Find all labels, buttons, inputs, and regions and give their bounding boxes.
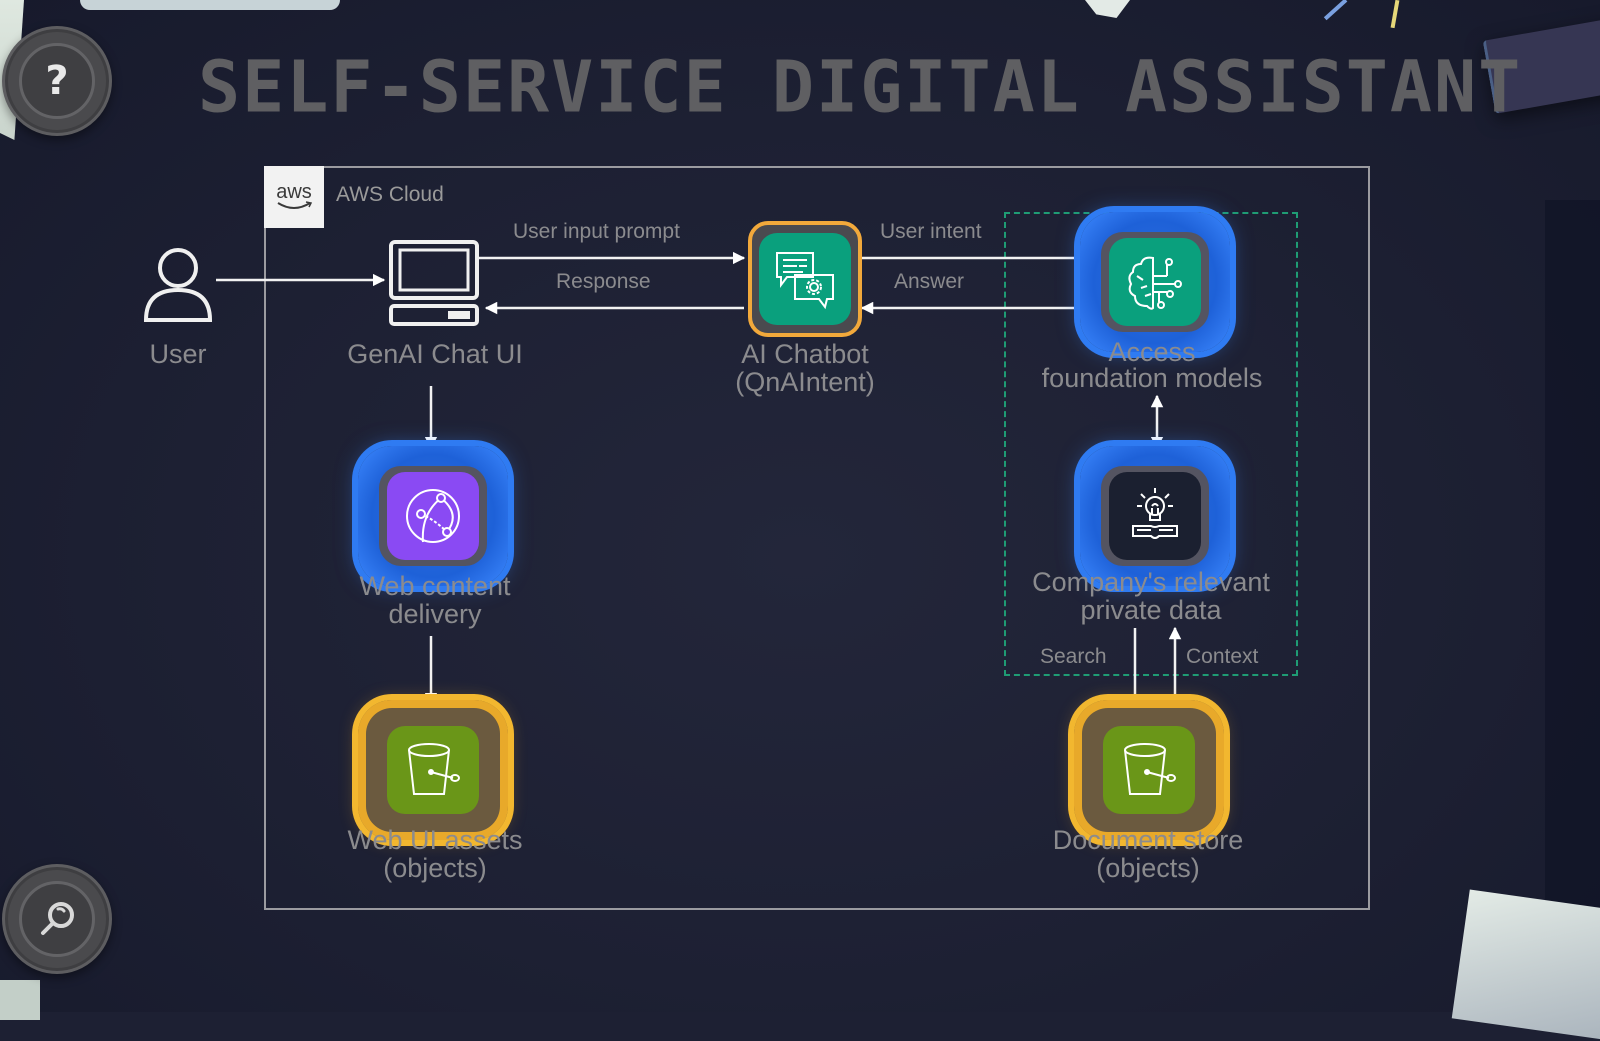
aws-cloud-boundary <box>264 166 1370 910</box>
blue-highlight-halo <box>358 446 508 586</box>
private-data-label-line1: Company's relevant <box>1032 567 1270 597</box>
web-content-delivery-tile <box>387 472 479 560</box>
blue-highlight-halo <box>1080 212 1230 352</box>
foundation-models-label-line2: foundation models <box>1041 363 1263 393</box>
chat-ui-label: GenAI Chat UI <box>347 339 523 369</box>
edge-label-user-intent: User intent <box>880 220 982 243</box>
chatbot-tile <box>759 233 851 325</box>
yellow-highlight-halo <box>358 700 508 840</box>
halo-ring <box>1101 232 1209 332</box>
lightbulb-book-icon <box>1132 488 1178 539</box>
user-node[interactable] <box>140 244 216 324</box>
halo-ring <box>379 466 487 566</box>
private-data-label-line2: private data <box>1080 595 1222 625</box>
globe-network-icon <box>406 489 460 543</box>
decorative-paper <box>80 0 340 10</box>
chat-bubbles-gear-icon <box>776 252 834 310</box>
brain-circuit-icon <box>1128 256 1182 310</box>
aws-cloud-label: AWS Cloud <box>336 183 444 206</box>
web-ui-assets-label-line1: Web UI assets <box>347 825 523 855</box>
edge-label-user-input-prompt: User input prompt <box>513 220 680 243</box>
chatbot-label-line2: (QnAIntent) <box>735 367 875 397</box>
bucket-icon <box>408 743 460 795</box>
document-store-label-line1: Document store <box>1052 825 1244 855</box>
edge-label-response: Response <box>556 270 651 293</box>
desktop-computer-icon <box>389 240 479 326</box>
chatbot-label-line1: AI Chatbot <box>741 339 869 369</box>
edge-label-search: Search <box>1040 645 1107 668</box>
private-data-tile <box>1109 472 1201 560</box>
decorative-shadow <box>1545 200 1600 1012</box>
foundation-models-label-line1: Access <box>1108 337 1196 367</box>
connector-layer <box>216 251 1182 714</box>
document-store-tile <box>1103 726 1195 814</box>
web-content-delivery-label-line2: delivery <box>388 599 482 629</box>
edge-label-context: Context <box>1186 645 1259 668</box>
bucket-icon <box>1124 743 1176 795</box>
foundation-models-node[interactable] <box>1080 212 1230 352</box>
document-store-node[interactable] <box>1074 700 1224 840</box>
question-mark-icon: ? <box>19 43 95 119</box>
web-content-delivery-node[interactable] <box>358 446 508 586</box>
edge-label-answer: Answer <box>894 270 965 293</box>
aws-logo-icon: aws <box>264 166 324 228</box>
web-content-delivery-label-line1: Web content <box>359 571 511 601</box>
magnifier-icon <box>19 881 95 957</box>
document-store-label-line2: (objects) <box>1096 853 1200 883</box>
aws-logo-text: aws <box>276 181 312 203</box>
web-ui-assets-node[interactable] <box>358 700 508 840</box>
chat-ui-node[interactable] <box>388 240 480 328</box>
help-button[interactable]: ? <box>2 26 112 136</box>
page-title: SELF-SERVICE DIGITAL ASSISTANT <box>198 45 1523 129</box>
yellow-highlight-halo <box>1074 700 1224 840</box>
zoom-button[interactable] <box>2 864 112 974</box>
foundation-models-tile <box>1109 238 1201 326</box>
user-label: User <box>149 339 207 369</box>
web-ui-assets-tile <box>387 726 479 814</box>
web-ui-assets-label-line2: (objects) <box>383 853 487 883</box>
chatbot-node[interactable] <box>748 221 862 337</box>
decorative-paper <box>1085 0 1130 18</box>
halo-ring <box>1101 466 1209 566</box>
blue-highlight-halo <box>1080 446 1230 586</box>
private-data-node[interactable] <box>1080 446 1230 586</box>
chatbot-highlight-frame <box>748 221 862 337</box>
help-glyph: ? <box>45 58 69 104</box>
user-icon <box>143 248 213 322</box>
